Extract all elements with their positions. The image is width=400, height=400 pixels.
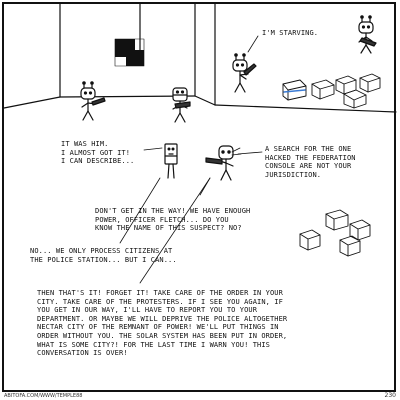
speech-tails <box>119 35 263 284</box>
speech-dont-get-in-way: DON'T GET IN THE WAY! WE HAVE ENOUGH POW… <box>95 207 251 233</box>
page-number: 230 <box>384 392 396 399</box>
robot-center-right <box>232 53 257 93</box>
federation-agent <box>205 145 242 181</box>
boxes-upper-right <box>282 73 381 109</box>
speech-im-starving: I'M STARVING. <box>262 29 319 37</box>
comic-credit: ABITOFA.COM/WWW/TEMPLE88 <box>4 393 83 399</box>
boxes-lower-right <box>299 209 371 257</box>
robot-left <box>80 81 106 121</box>
speech-no-we-only-process: NO... WE ONLY PROCESS CITIZENS AT THE PO… <box>30 247 177 264</box>
comic-panel <box>2 2 396 392</box>
robot-top-right <box>358 15 377 54</box>
window <box>114 38 145 67</box>
officer-fletch <box>164 143 178 179</box>
robot-middle <box>172 87 191 123</box>
speech-thats-it: THEN THAT'S IT! FORGET IT! TAKE CARE OF … <box>37 289 288 358</box>
speech-search-jurisdiction: A SEARCH FOR THE ONE HACKED THE FEDERATI… <box>265 145 356 179</box>
speech-it-was-him: IT WAS HIM. I ALMOST GOT IT! I CAN DESCR… <box>61 140 135 166</box>
room-walls <box>3 3 397 113</box>
